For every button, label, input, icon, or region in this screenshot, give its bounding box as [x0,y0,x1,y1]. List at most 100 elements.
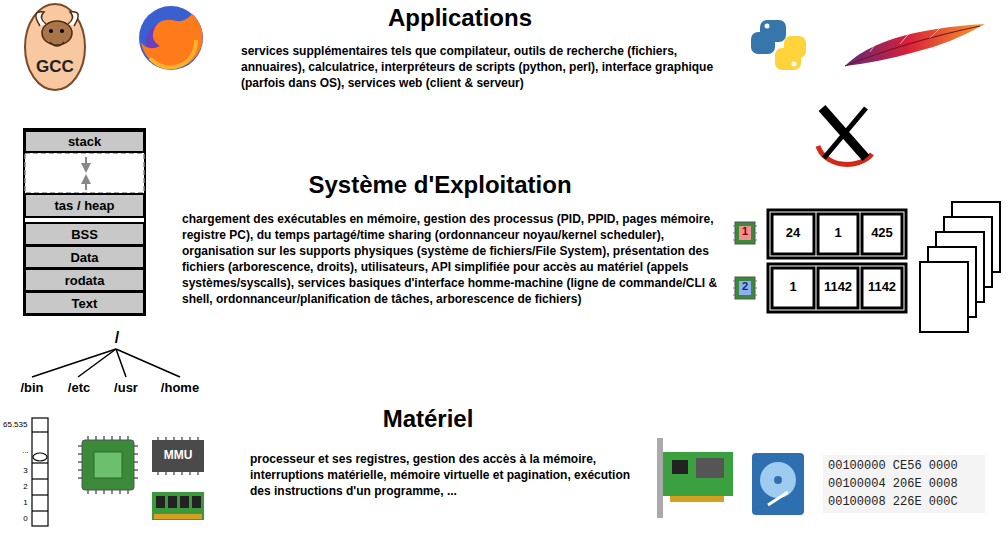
memory-segment: rodata [24,268,145,292]
memory-segment: Text [24,291,145,315]
layer-heading: Applications [310,4,610,33]
icon-caption: GCC [25,57,85,77]
address-number: 65.535 [3,420,31,430]
layer-heading: Matériel [328,405,528,434]
ram-stick [168,496,177,508]
process-table [818,268,858,308]
cpu-icon [82,440,134,490]
memory-address-column [33,453,47,461]
hard-disk [752,453,804,515]
x-window-icon [824,108,866,158]
layer-heading: Système d'Exploitation [230,171,650,200]
memory-address-column [32,418,48,526]
gcc-icon [25,4,85,90]
tree-directory: /etc [60,380,98,396]
memory-pages [920,262,968,332]
hex-dump-ground [823,455,985,513]
gcc-icon [25,4,85,90]
process-table [768,210,906,258]
address-number: ... [20,446,31,456]
network-card [696,458,724,478]
ram-stick [156,496,165,508]
table-cell: 24 [772,225,814,241]
firefox-icon [139,6,203,70]
segment-name: tas / heap [55,198,115,213]
table-cell: 1142 [818,279,858,295]
gcc-icon [42,21,72,45]
hex-dump-ground [823,455,985,513]
ram-stick [180,496,189,508]
process-table [818,214,858,254]
gcc-icon [36,12,46,26]
memory-address-column [32,494,48,495]
memory-address-column [32,478,48,479]
tree-branch-lines [78,349,116,377]
firefox-icon [139,6,203,70]
process-table [862,214,902,254]
memory-layout-frame [85,157,87,168]
mmu-chip [152,437,204,475]
tree-branch-lines [32,349,180,377]
memory-segment: tas / heap [24,193,145,218]
segment-name: Text [72,296,98,311]
ram-stick [154,514,202,519]
memory-layout-frame [24,129,145,315]
x-window-icon [818,108,872,164]
address-number: 2 [20,482,31,492]
tree-directory: /home [156,380,204,396]
address-number: 1 [20,498,31,508]
tree-directory: /bin [14,380,50,396]
cpu-number: 1 [735,225,755,238]
hard-disk [752,453,804,515]
network-card [657,438,733,518]
hard-disk [768,492,788,505]
process-chip [733,226,757,240]
memory-address-column [32,510,48,511]
process-table [772,214,814,254]
table-cell: 1142 [862,279,902,295]
cpu-icon [78,436,138,494]
memory-address-column [32,462,48,463]
gcc-icon [68,12,78,26]
network-card [657,438,663,518]
memory-layout-frame [25,153,144,193]
network-card [672,460,688,474]
python-icon [765,24,770,29]
apache-feather-icon [870,28,940,52]
ram-stick [192,496,201,508]
process-chip [733,222,757,299]
ram-stick [152,492,204,520]
network-card [663,452,733,496]
segment-name: BSS [71,227,98,242]
python-icon [792,62,797,67]
apache-feather-icon [845,24,985,66]
network-card [670,496,724,502]
hard-disk [774,476,782,484]
ram-stick [152,492,204,520]
gcc-icon [49,29,53,33]
segment-name: Data [70,250,98,265]
hex-dump-line: 00100004 206E 0008 [828,477,958,491]
table-cell: 1 [818,225,858,241]
tree-root: / [110,328,124,347]
address-number: 3 [20,466,31,476]
hex-dump-line: 00100000 CE56 0000 [828,459,958,473]
tree-directory: /usr [107,380,145,396]
x-window-icon [822,108,866,158]
layer-description: processeur et ses registres, gestion des… [250,451,645,499]
memory-address-column [32,431,48,432]
apache-feather-icon [845,26,980,66]
process-chip [733,281,757,295]
tree-branch-lines [116,349,180,377]
memory-segment: BSS [24,222,145,246]
memory-layout-frame [85,179,87,190]
cpu-icon [94,452,122,478]
python-icon [784,36,806,58]
gcc-icon [50,42,64,46]
process-table [768,264,906,312]
layer-description: chargement des exécutables en mémoire, g… [182,211,727,307]
process-table [768,210,906,312]
address-number: 0 [20,514,31,524]
hex-dump-line: 00100008 226E 000C [828,495,958,509]
mmu-chip [152,440,204,472]
